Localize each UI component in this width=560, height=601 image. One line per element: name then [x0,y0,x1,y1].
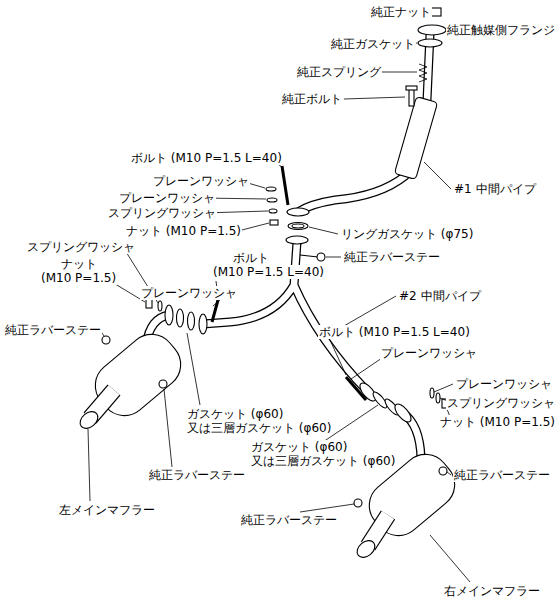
part-label: 又は三層ガスケット (φ60) [250,454,396,468]
flange-1-fasteners-stroke [270,220,278,225]
part-label: 右メインマフラー [443,584,541,598]
left-gaskets-stroke [177,309,184,327]
part-label: ナット (M10 P=1.5) [125,224,242,238]
right-main-muffler-stroke [354,537,378,561]
catalyst-flange-parts-stroke [406,86,417,90]
part-label: (M10 P=1.5) [40,271,117,285]
flange-1-fasteners-stroke [266,187,276,191]
mid-pipe-1-stroke [287,208,309,216]
part-label: ボルト (M10 P=1.5 L=40) [318,325,471,339]
rubber-stay-mid-stroke [317,253,325,261]
part-label: ナット (M10 P=1.5) [439,415,556,429]
part-label: 純正ラバーステー [148,468,246,482]
leader-lines-stroke [187,333,200,405]
part-label: ガスケット (φ60) [186,407,284,421]
leader-lines-stroke [300,504,354,512]
catalyst-flange-parts-stroke [418,25,446,35]
part-label: プレーンワッシャ [455,377,553,391]
part-label: リングガスケット (φ75) [340,227,474,241]
leader-lines-stroke [88,429,90,501]
part-label: 純正ラバーステー [343,250,441,264]
left-main-muffler-stroke [77,408,101,432]
mid-pipe-2-stroke [286,236,308,244]
left-gaskets-stroke [212,300,218,322]
mid-pipe-2-stroke [203,242,368,392]
leader-lines-stroke [424,162,451,189]
flange-1-fasteners-stroke [282,166,288,205]
catalyst-flange-parts-stroke [419,64,427,82]
flange-1-fasteners-stroke [267,198,277,202]
right-gaskets-stroke [430,388,434,398]
catalyst-flange-parts-stroke [431,8,441,16]
part-label: 又は三層ガスケット (φ60) [186,421,332,435]
ring-gasket [288,223,308,230]
right-main-muffler-stroke [439,467,447,475]
left-gaskets-stroke [188,312,195,330]
flange-1-fasteners [266,166,288,225]
left-gaskets-stroke [146,299,152,308]
ring-gasket-stroke [292,224,304,228]
leader-lines-stroke [330,340,346,375]
part-label: プレーンワッシャ [118,191,216,205]
catalyst-flange-parts [406,8,446,106]
leader-lines-stroke [430,535,470,582]
part-label: #1 中間パイプ [453,182,537,196]
part-label: 純正ラバーステー [453,468,551,482]
right-main-muffler-stroke [392,401,414,424]
part-label: 純正触媒側フランジ [446,23,556,37]
ring-gasket-stroke [288,223,308,230]
part-label: 純正ボルト [281,92,343,106]
part-label: 純正スプリング [296,65,382,79]
left-main-muffler-stroke [165,305,173,325]
part-label: (M10 P=1.5 L=40) [212,265,325,279]
part-label: ガスケット (φ60) [250,440,348,454]
leader-lines-stroke [326,257,341,258]
leader-lines-stroke [447,472,451,475]
part-label: #2 中間パイプ [398,289,482,303]
right-gaskets-stroke [436,393,440,403]
part-label: 純正ナット [370,5,432,19]
mid-pipe-2-stroke [203,242,368,392]
leader-lines-stroke [351,358,382,379]
part-label: スプリングワッシャ [446,396,556,410]
leader-lines-stroke [309,227,338,234]
part-label: スプリングワッシャ [107,206,217,220]
rubber-stay-mid [300,253,325,261]
part-label: 左メインマフラー [58,503,156,517]
part-label: スプリングワッシャ [26,240,136,254]
right-main-muffler-stroke [354,499,362,507]
left-gaskets-stroke [158,301,162,311]
left-main-muffler-stroke [86,325,191,426]
mid-pipe-2-stroke [199,314,207,334]
catalyst-flange-parts-stroke [409,88,414,106]
left-main-muffler-stroke [102,336,110,344]
part-label: プレーンワッシャ [140,286,238,300]
part-label: ボルト (M10 P=1.5 L=40) [130,151,283,165]
part-label: 純正ラバーステー [4,323,102,337]
part-label: ナット [60,257,98,271]
part-label: 純正ガスケット [330,37,416,51]
rubber-stay-mid-stroke [300,255,318,257]
part-label: 純正ラバーステー [240,513,338,527]
mid-pipe-1-stroke [394,97,437,180]
part-label: ボルト [232,251,270,265]
leader-lines-stroke [344,97,405,99]
left-main-muffler-stroke [159,380,167,388]
leader-lines-stroke [164,389,172,467]
catalyst-flange-parts-stroke [418,39,442,47]
leader-lines-stroke [238,223,269,231]
right-gaskets-stroke [346,377,366,400]
flange-1-fasteners-stroke [269,209,277,213]
part-label: プレーンワッシャ [380,346,478,360]
part-label: プレーンワッシャ [152,174,250,188]
leader-lines-stroke [434,384,453,392]
mid-pipe-1 [287,34,438,216]
